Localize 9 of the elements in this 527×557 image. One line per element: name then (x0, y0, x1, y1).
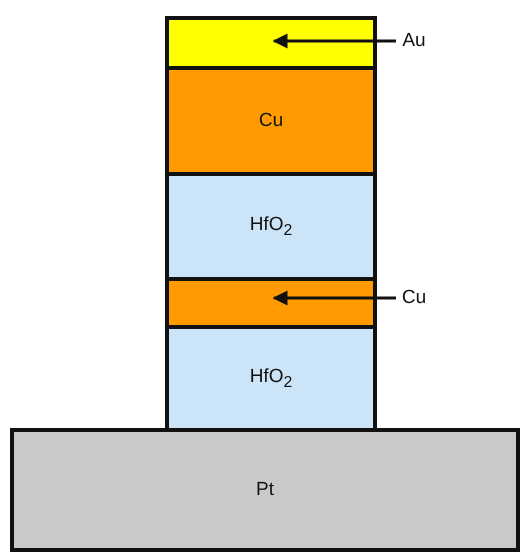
leader-line (272, 290, 396, 306)
layer-label: Cu (258, 110, 284, 132)
material-label: Cu (402, 287, 426, 309)
layer-label: Pt (256, 479, 274, 501)
layer-label: HfO$_{2}$ (250, 366, 292, 392)
material-label: Au (402, 30, 426, 52)
layer-label: HfO$_{2}$ (250, 214, 292, 240)
substrate-block (10, 428, 520, 552)
leader-line (272, 34, 396, 48)
